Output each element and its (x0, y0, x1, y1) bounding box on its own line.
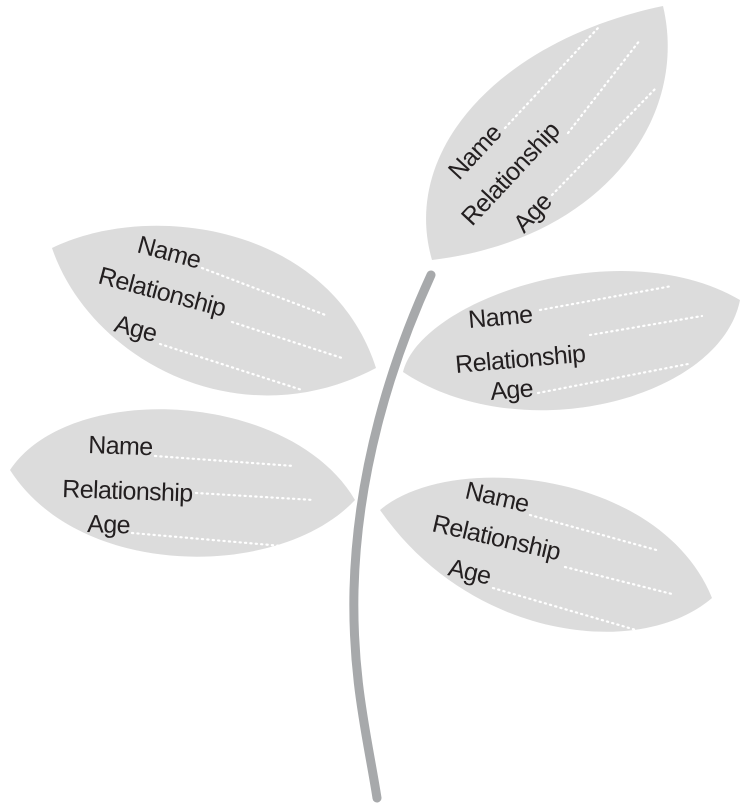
age-line (158, 342, 304, 392)
age-label: Age (87, 510, 131, 539)
leaf-upper-left: Name Relationship Age (52, 225, 376, 396)
relationship-line (566, 38, 642, 135)
leaf-lower-right: Name Relationship Age (380, 477, 712, 632)
name-line (538, 284, 674, 312)
name-label: Name (467, 300, 533, 333)
leaf-top: Name Relationship Age (426, 6, 668, 260)
leaf-lower-left: Name Relationship Age (10, 409, 355, 557)
relationship-line (230, 320, 344, 360)
leaf-middle-right: Name Relationship Age (403, 271, 740, 411)
name-line (503, 26, 600, 130)
name-line (528, 513, 662, 553)
age-line (491, 586, 638, 632)
relationship-line (194, 491, 316, 502)
name-label: Name (88, 431, 153, 461)
age-line (130, 531, 284, 548)
age-line (550, 86, 658, 197)
stem (349, 270, 436, 803)
relationship-line (563, 565, 674, 596)
name-line (153, 454, 296, 468)
age-line (536, 362, 690, 395)
name-line (200, 266, 330, 318)
age-label: Age (489, 374, 534, 406)
relationship-label: Relationship (62, 475, 193, 508)
